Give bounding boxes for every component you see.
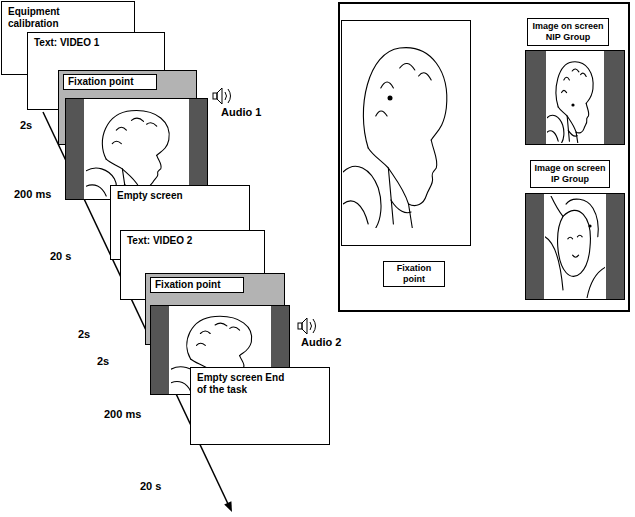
fixation-dot xyxy=(388,96,393,101)
screen-box: Empty screen xyxy=(110,185,250,230)
ip-image xyxy=(526,194,625,300)
line-drawing xyxy=(547,62,593,143)
side-bar xyxy=(526,51,546,144)
side-bar xyxy=(189,99,207,199)
screen-frame xyxy=(121,231,265,300)
duration-label: 2s xyxy=(78,328,90,340)
screen-text: Fixation point xyxy=(150,277,244,293)
screen-text: Empty screen End of the task xyxy=(197,372,285,396)
speaker-body xyxy=(298,323,302,329)
duration-label: 200 ms xyxy=(14,188,51,200)
side-bar xyxy=(66,99,84,199)
screen-text: Image on screen IP Group xyxy=(534,163,606,185)
image-frame xyxy=(342,21,471,246)
screen-text: Image on screen NIP Group xyxy=(531,21,605,43)
speaker-cone xyxy=(302,318,307,334)
nip-image xyxy=(526,51,625,145)
screen-text: Equipment calibration xyxy=(8,6,78,30)
label-box: Fixation point xyxy=(383,261,445,287)
duration-label: 2s xyxy=(20,119,32,131)
fixation-screen: Fixation point xyxy=(58,70,197,98)
screen-box: Text: VIDEO 1 xyxy=(27,32,165,70)
screen-text: Fixation point xyxy=(63,74,157,90)
screen-box: Empty screen End of the task xyxy=(190,367,330,445)
screen-text: Empty screen xyxy=(117,190,183,202)
side-bar xyxy=(151,306,169,394)
screen-text: Fixation point xyxy=(387,263,441,285)
screen-box: Text: VIDEO 2 xyxy=(120,230,265,273)
fixation-screen: Fixation point xyxy=(145,273,285,305)
speaker-icon xyxy=(298,318,316,334)
fixation-dot xyxy=(588,224,591,227)
duration-label: 200 ms xyxy=(104,408,141,420)
duration-label: 2s xyxy=(97,355,109,367)
arrow-head xyxy=(224,501,232,512)
fixation-image xyxy=(342,21,471,246)
screen-text: Text: VIDEO 1 xyxy=(34,37,99,49)
duration-label: 20 s xyxy=(140,480,161,492)
duration-label: 20 s xyxy=(50,250,71,262)
label-box: Image on screen NIP Group xyxy=(527,18,609,46)
sound-waves xyxy=(310,319,316,333)
audio-label: Audio 2 xyxy=(301,336,341,348)
screen-text: Text: VIDEO 2 xyxy=(127,235,192,247)
audio-label: Audio 1 xyxy=(221,106,261,118)
speaker-cone xyxy=(217,88,222,104)
fixation-dot xyxy=(571,103,574,106)
speaker-body xyxy=(213,93,217,99)
sound-waves xyxy=(225,89,231,103)
label-box: Image on screen IP Group xyxy=(530,160,610,188)
speaker-icon xyxy=(213,88,231,104)
side-bar xyxy=(604,51,624,144)
line-drawing xyxy=(545,196,605,298)
inset-panel xyxy=(339,3,629,311)
image-frame xyxy=(526,51,625,145)
screen-box: Equipment calibration xyxy=(1,1,135,33)
line-drawing xyxy=(343,48,447,228)
side-bar xyxy=(526,194,544,299)
image-frame xyxy=(526,194,625,300)
side-bar xyxy=(606,194,624,299)
